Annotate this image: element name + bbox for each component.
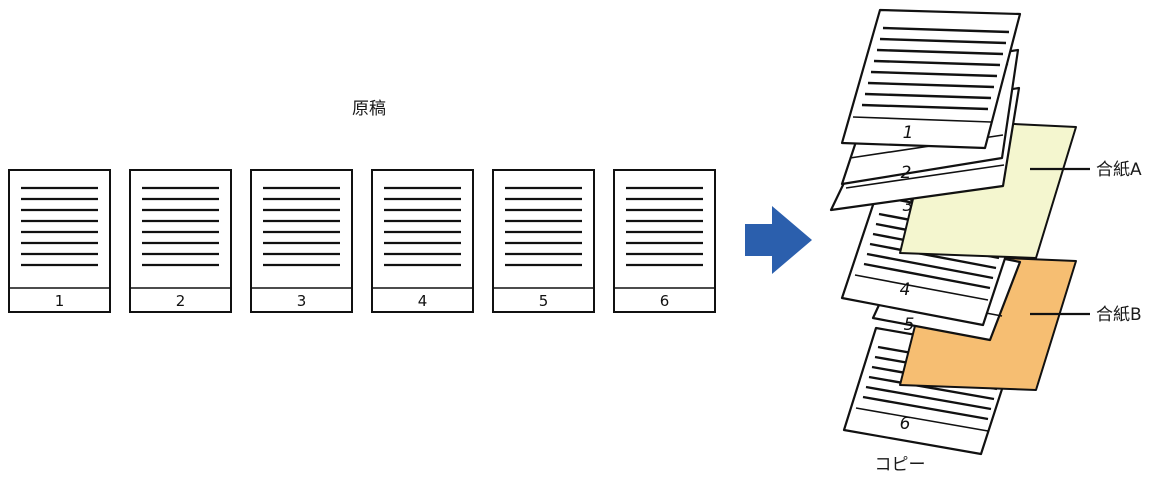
- original-page: 3: [250, 169, 353, 313]
- page-number: 4: [900, 280, 911, 300]
- originals-label: 原稿: [352, 99, 386, 119]
- page-number: 1: [903, 123, 914, 143]
- page-number: 2: [176, 292, 186, 310]
- page-number: 3: [297, 292, 307, 310]
- original-page: 5: [492, 169, 595, 313]
- page-number: 6: [660, 292, 670, 310]
- copies-stack: 6 5 4: [829, 8, 1077, 456]
- copies-label: コピー: [875, 455, 926, 475]
- copy-page: 1: [840, 8, 1022, 150]
- insert-a-label: 合紙A: [1096, 160, 1142, 180]
- original-page: 4: [371, 169, 474, 313]
- original-page: 6: [613, 169, 716, 313]
- original-page: 2: [129, 169, 232, 313]
- page-number: 3: [903, 196, 914, 216]
- page-number: 1: [55, 292, 65, 310]
- original-page: 1: [8, 169, 111, 313]
- arrow-right-icon: [745, 206, 812, 274]
- page-number: 6: [900, 414, 911, 434]
- insert-b-label: 合紙B: [1096, 305, 1142, 325]
- page-number: 5: [539, 292, 549, 310]
- page-number: 4: [418, 292, 428, 310]
- original-pages: 1 2 3: [8, 169, 716, 313]
- page-number: 2: [901, 163, 912, 183]
- page-number: 5: [904, 315, 915, 335]
